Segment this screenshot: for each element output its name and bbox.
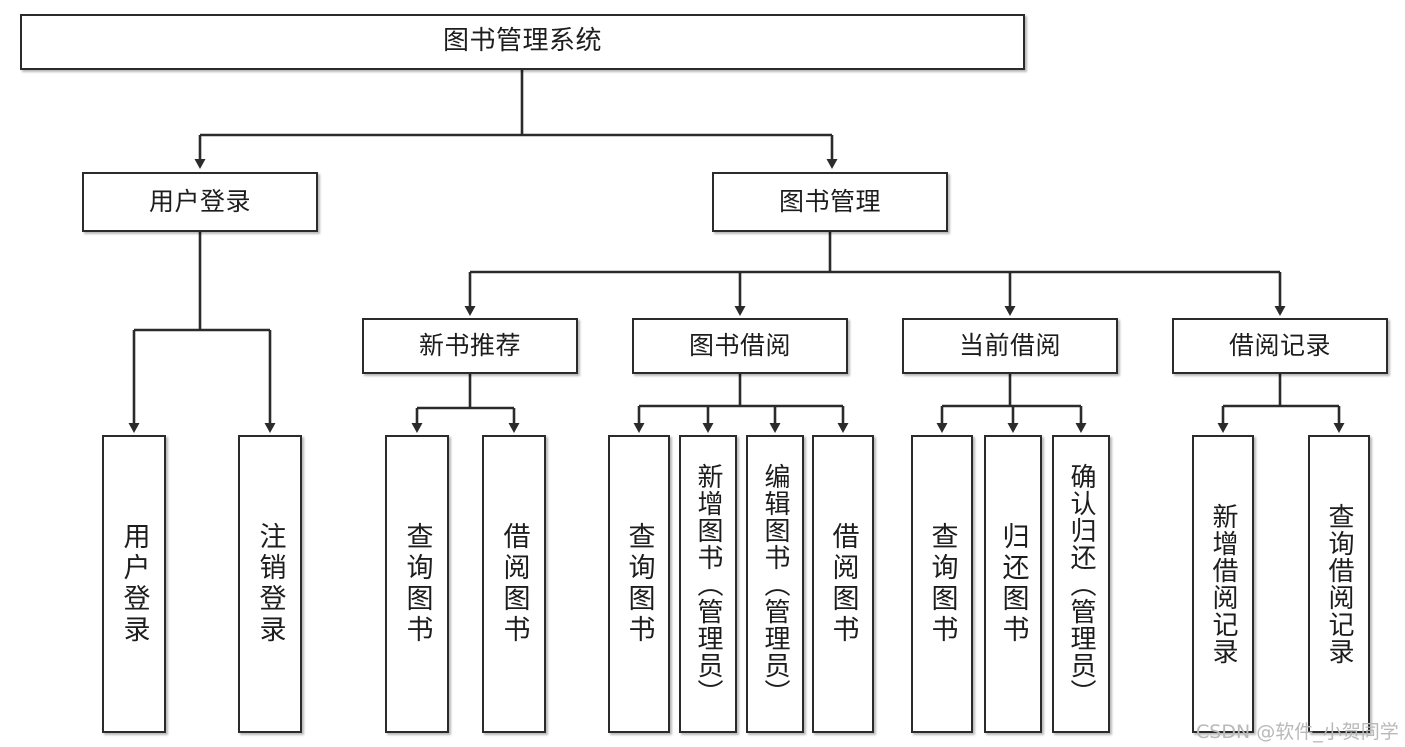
node-leaf-query-book-2[interactable]: 查询图书 (608, 435, 670, 733)
node-leaf-query-book-1-label: 查询图书 (401, 522, 433, 646)
node-leaf-add-book-label: 新增图书（管理员） (693, 462, 723, 706)
node-leaf-borrow-book-1-label: 借阅图书 (498, 522, 530, 646)
node-leaf-borrow-book-1[interactable]: 借阅图书 (482, 435, 546, 733)
node-leaf-user-login-label: 用户登录 (118, 522, 150, 646)
node-leaf-query-book-3-label: 查询图书 (926, 522, 958, 646)
node-leaf-query-record-label: 查询借阅记录 (1324, 503, 1354, 665)
node-leaf-query-book-3[interactable]: 查询图书 (911, 435, 973, 733)
node-new-book-rec[interactable]: 新书推荐 (362, 318, 578, 374)
node-leaf-add-record-label: 新增借阅记录 (1208, 503, 1238, 665)
csdn-watermark: CSDN @软件_小贺同学 (1196, 721, 1399, 743)
node-leaf-edit-book-label: 编辑图书（管理员） (760, 462, 790, 706)
node-root[interactable]: 图书管理系统 (20, 14, 1025, 70)
node-leaf-logout[interactable]: 注销登录 (238, 435, 302, 733)
node-leaf-query-record[interactable]: 查询借阅记录 (1308, 435, 1370, 733)
node-new-book-rec-label: 新书推荐 (418, 330, 521, 360)
node-leaf-confirm-return[interactable]: 确认归还（管理员） (1052, 435, 1110, 733)
node-leaf-query-book-2-label: 查询图书 (623, 522, 655, 646)
node-leaf-query-book-1[interactable]: 查询图书 (385, 435, 449, 733)
node-user-login[interactable]: 用户登录 (82, 172, 318, 232)
node-current-borrow-label: 当前借阅 (958, 330, 1061, 360)
node-leaf-edit-book[interactable]: 编辑图书（管理员） (746, 435, 804, 733)
node-book-borrow-label: 图书借阅 (688, 330, 791, 360)
node-leaf-borrow-book-2-label: 借阅图书 (827, 522, 859, 646)
node-current-borrow[interactable]: 当前借阅 (902, 318, 1118, 374)
node-borrow-record[interactable]: 借阅记录 (1172, 318, 1388, 374)
node-leaf-user-login[interactable]: 用户登录 (102, 435, 166, 733)
node-book-manage-label: 图书管理 (778, 186, 881, 216)
node-leaf-confirm-return-label: 确认归还（管理员） (1066, 462, 1096, 706)
node-leaf-add-book[interactable]: 新增图书（管理员） (679, 435, 737, 733)
node-root-label: 图书管理系统 (442, 26, 602, 57)
node-leaf-return-book-label: 归还图书 (997, 522, 1029, 646)
node-leaf-add-record[interactable]: 新增借阅记录 (1192, 435, 1254, 733)
node-leaf-return-book[interactable]: 归还图书 (984, 435, 1042, 733)
node-leaf-logout-label: 注销登录 (254, 522, 286, 646)
node-book-manage[interactable]: 图书管理 (712, 172, 948, 232)
node-leaf-borrow-book-2[interactable]: 借阅图书 (812, 435, 874, 733)
node-borrow-record-label: 借阅记录 (1228, 330, 1331, 360)
node-book-borrow[interactable]: 图书借阅 (632, 318, 848, 374)
node-user-login-label: 用户登录 (148, 186, 251, 216)
